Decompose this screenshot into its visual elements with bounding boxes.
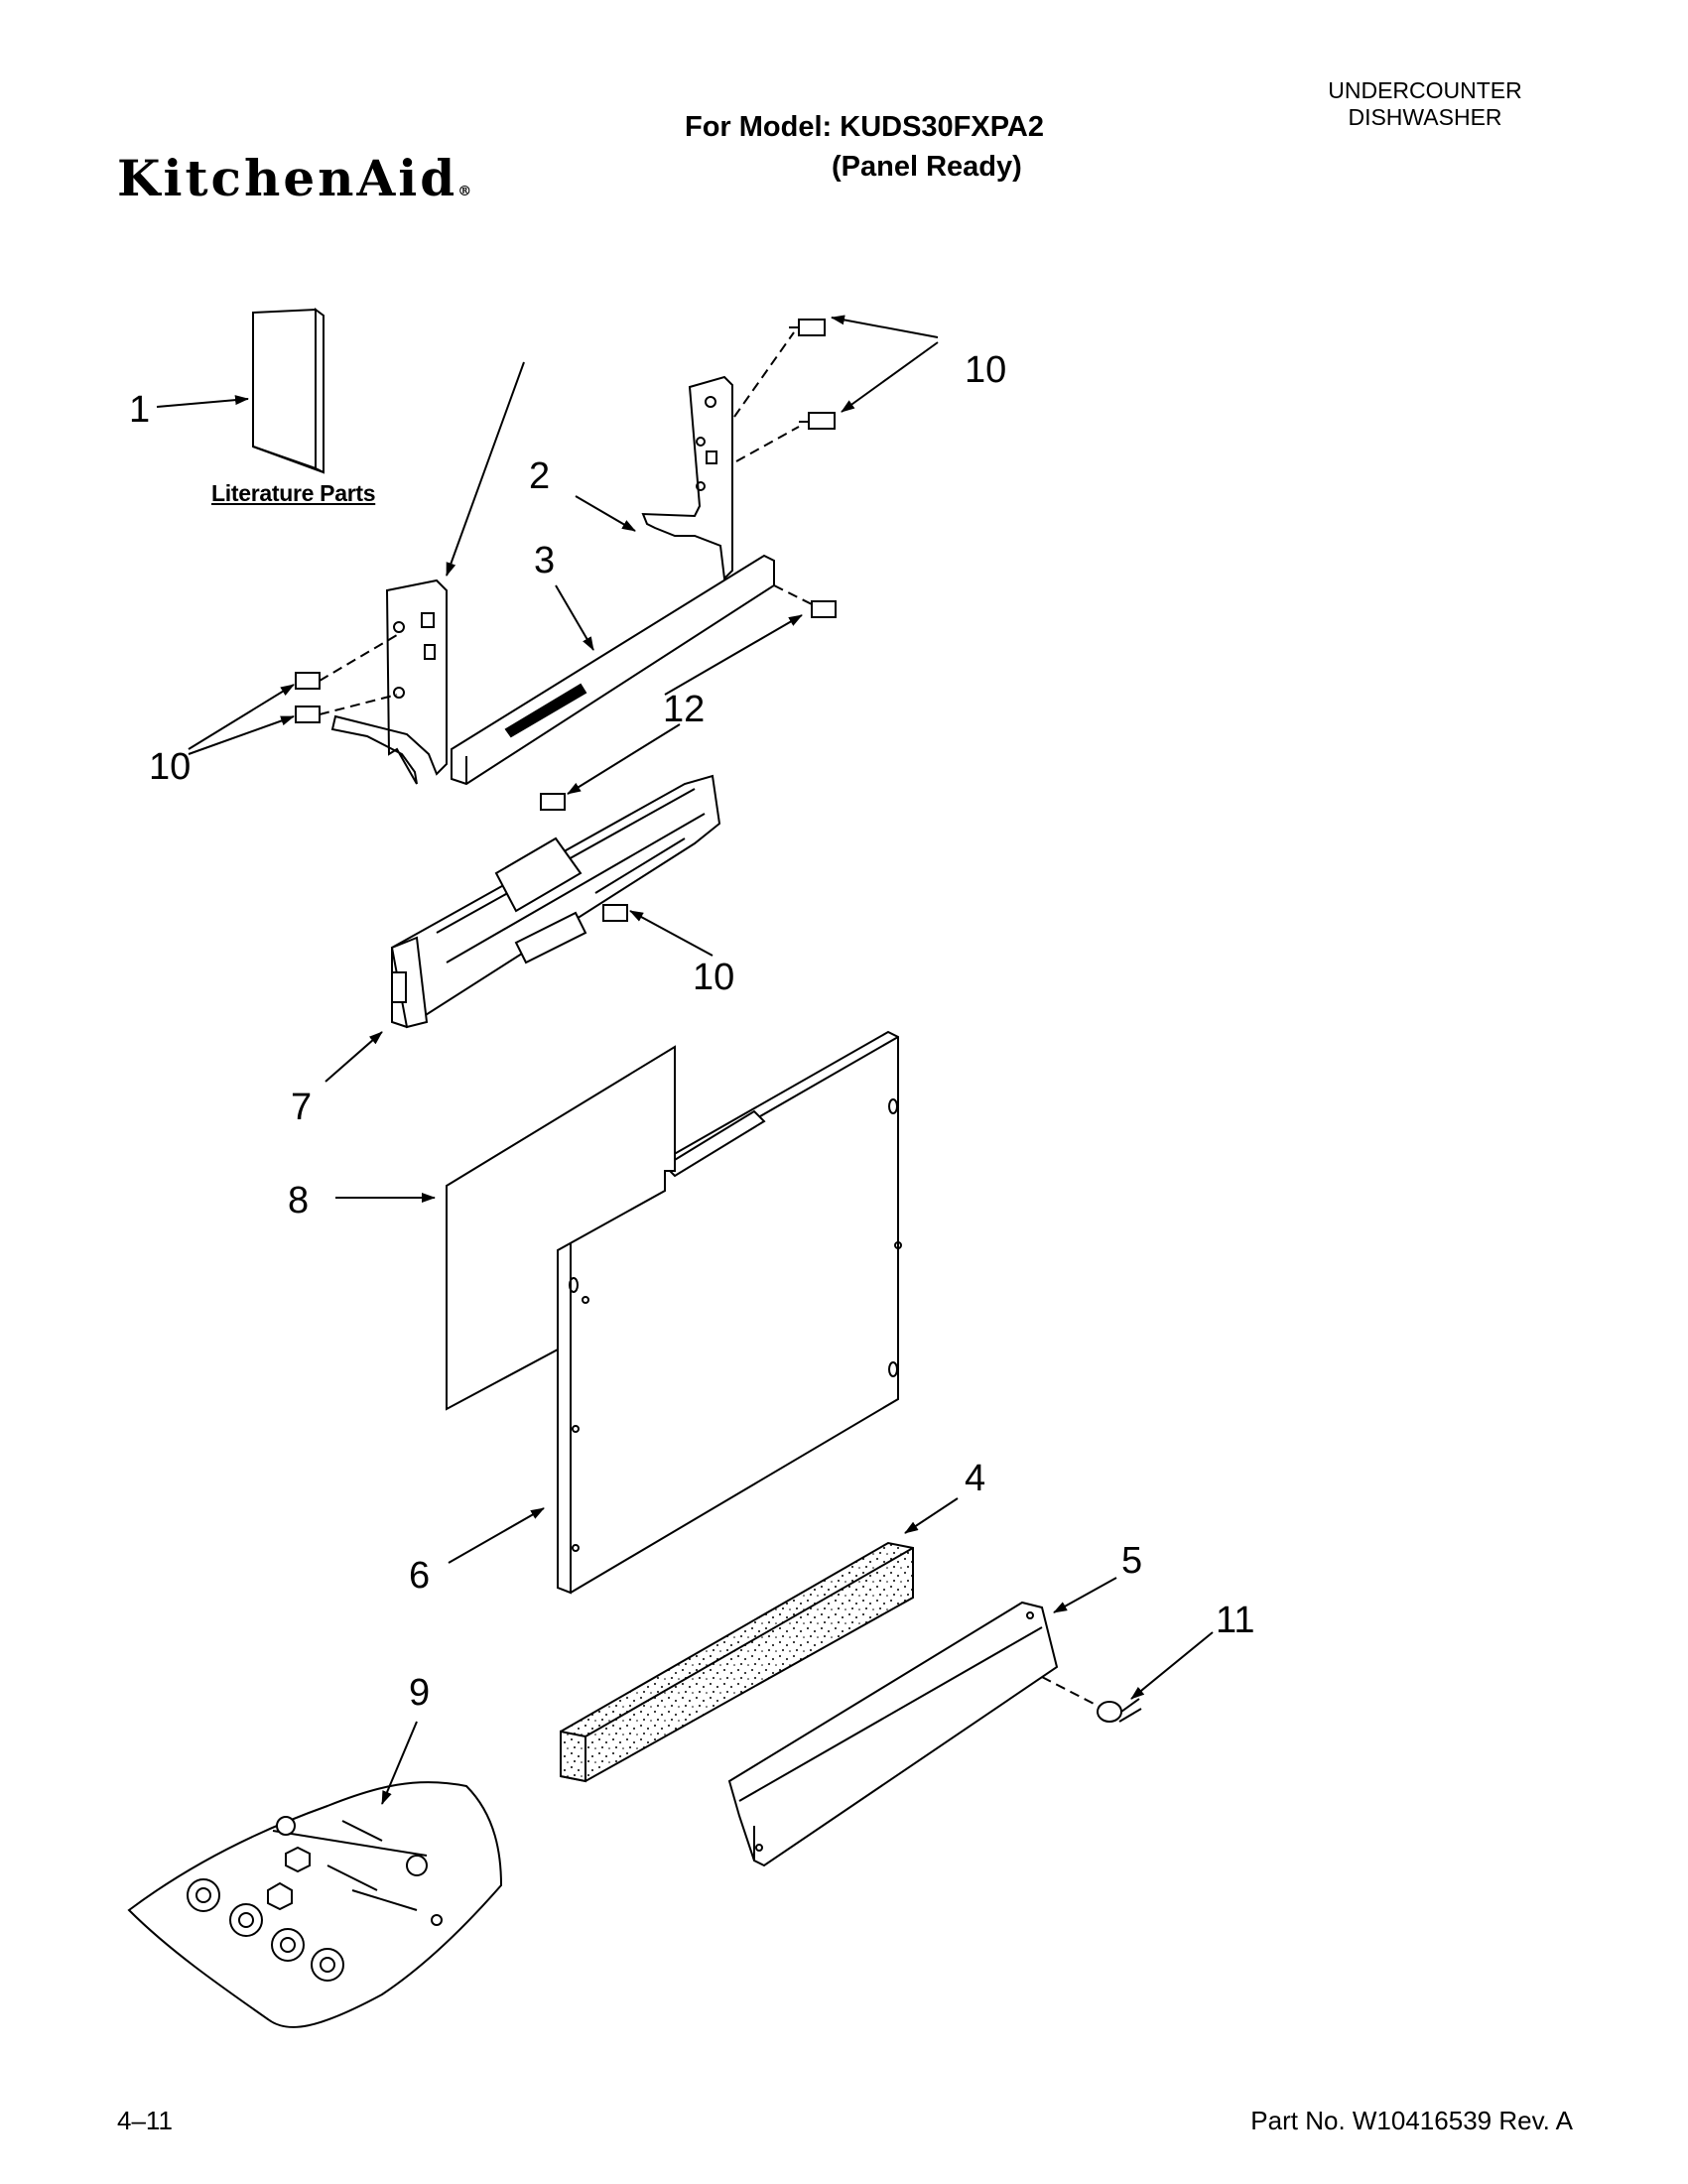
part-7-control-housing: [390, 774, 721, 1029]
callout-7: 7: [291, 1087, 312, 1128]
callout-8: 8: [288, 1180, 309, 1221]
part-5-toe-panel: [727, 1601, 1059, 1867]
callout-5: 5: [1121, 1540, 1142, 1582]
callout-1: 1: [129, 389, 150, 431]
part-1-literature-booklet: [252, 308, 325, 474]
page-number: 4–11: [117, 2106, 173, 2135]
callouts: 1 2 3 10 10 12 10 7 8 6 4 5 11 9: [129, 349, 1254, 1714]
category-line-1: UNDERCOUNTER: [1328, 77, 1522, 103]
callout-6: 6: [409, 1555, 430, 1597]
callout-2: 2: [529, 455, 550, 497]
callout-10-upper: 10: [965, 349, 1006, 391]
product-category: UNDERCOUNTER DISHWASHER: [1276, 77, 1574, 131]
part-11-screw: [1041, 1676, 1142, 1723]
part-4-foam-strip: [560, 1541, 914, 1783]
callout-3: 3: [534, 540, 555, 581]
callout-10-left: 10: [149, 746, 191, 788]
part-2-bracket-left: [330, 578, 448, 785]
callout-4: 4: [965, 1458, 985, 1499]
screw-10-lower: [602, 904, 628, 922]
callout-10-lower: 10: [693, 957, 734, 998]
literature-parts-label: Literature Parts: [211, 480, 376, 506]
part-3-control-panel-strip: [451, 554, 775, 786]
part-2-bracket-right: [641, 375, 733, 581]
brand-logo: KitchenAid®: [117, 149, 471, 207]
screw-10-upper-2: [735, 412, 836, 462]
screw-10-left-2: [295, 694, 398, 723]
model-variant: (Panel Ready): [832, 151, 1022, 183]
part-number: Part No. W10416539 Rev. A: [1250, 2106, 1573, 2135]
screw-10-upper-1: [733, 319, 826, 418]
callout-9: 9: [409, 1672, 430, 1714]
category-line-2: DISHWASHER: [1348, 104, 1502, 130]
model-title: For Model: KUDS30FXPA2: [685, 111, 1045, 143]
leader-arrows: [156, 315, 1214, 1805]
brand-name: KitchenAid: [117, 149, 458, 207]
screw-10-left-1: [295, 634, 398, 690]
callout-11: 11: [1216, 1600, 1254, 1641]
screw-12-right: [773, 584, 837, 618]
part-9-hardware-bag: [127, 1781, 503, 2028]
callout-12: 12: [663, 689, 705, 730]
brand-registered-mark: ®: [457, 184, 472, 199]
screw-12-left: [540, 793, 566, 811]
part-8-insulation-sheet: [446, 1045, 676, 1411]
